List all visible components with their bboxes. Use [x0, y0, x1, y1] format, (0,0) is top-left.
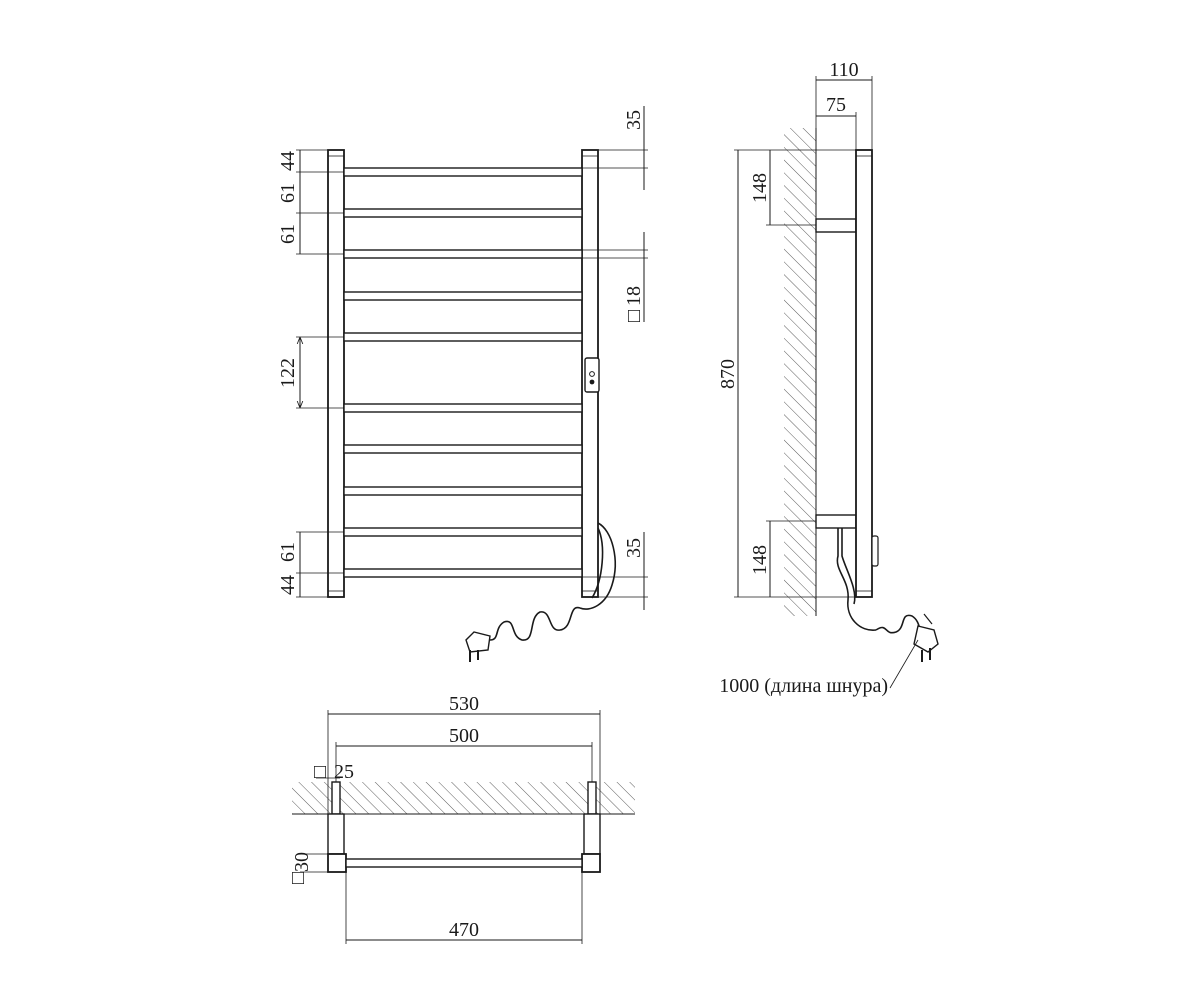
right-bracket [583, 813, 601, 855]
dim-mount-tube-size: 25 [334, 761, 354, 783]
cord-length-label: 1000 (длина шнура) [719, 675, 888, 697]
top-left-post [327, 853, 347, 873]
side-top-dimensions: 110 75 [815, 59, 873, 150]
square-symbol-icon: □ [623, 310, 645, 322]
rung [343, 332, 583, 342]
front-right-dimensions: 35 18 □ 35 [582, 106, 648, 610]
side-left-dimensions: 148 870 148 [717, 149, 856, 598]
rung [343, 568, 583, 578]
upper-bracket [815, 218, 857, 233]
dim-top-rung-offset: 35 [623, 110, 645, 130]
dim-total-depth: 110 [829, 59, 858, 81]
top-wall-hatching [292, 782, 635, 814]
dim-rung-spacing-2: 61 [277, 224, 299, 244]
rung [343, 444, 583, 454]
side-plug-icon [913, 613, 939, 662]
dim-rung-spacing-bottom: 61 [277, 542, 299, 562]
rung [343, 403, 583, 413]
front-view: 44 61 61 122 61 44 35 18 □ 35 [277, 106, 648, 662]
dim-top-end-offset: 44 [277, 151, 299, 171]
dim-bracket-depth: 75 [826, 94, 846, 116]
side-power-cord [836, 528, 925, 634]
square-symbol-icon: □ [314, 761, 326, 783]
right-wall-mount [587, 781, 597, 815]
left-post [327, 149, 345, 598]
left-wall-mount [331, 781, 341, 815]
front-left-dimensions: 44 61 61 122 61 44 [277, 149, 344, 598]
dim-bottom-bracket-offset: 148 [749, 545, 771, 575]
top-rung [345, 858, 583, 868]
rung [343, 208, 583, 218]
dim-rung-spacing-1: 61 [277, 183, 299, 203]
top-view: 530 500 470 □ 25 30 □ [291, 693, 635, 944]
side-post [855, 149, 873, 598]
rung [343, 486, 583, 496]
rung [343, 167, 583, 177]
dim-post-size: 30 [291, 852, 313, 872]
rung [343, 291, 583, 301]
lower-bracket [815, 514, 857, 529]
dim-bottom-rung-offset: 35 [623, 538, 645, 558]
dim-overall-width: 530 [449, 693, 479, 715]
dim-bottom-end-offset: 44 [277, 575, 299, 595]
dim-middle-gap: 122 [277, 358, 299, 388]
left-bracket [327, 813, 345, 855]
power-cord [489, 522, 616, 641]
dim-mount-centers: 500 [449, 725, 479, 747]
front-rungs [343, 167, 583, 578]
plug-icon [465, 631, 491, 662]
controller-unit [584, 357, 600, 393]
dim-total-height: 870 [717, 359, 739, 389]
dim-inner-width: 470 [449, 919, 479, 941]
wall-hatching [784, 128, 816, 616]
rung [343, 527, 583, 537]
square-symbol-icon: □ [292, 867, 304, 889]
top-dimensions: 530 500 470 □ 25 30 □ [291, 693, 601, 944]
dim-rung-tube-size: 18 [623, 286, 645, 306]
rung [343, 249, 583, 259]
top-right-post [581, 853, 601, 873]
side-view: 1000 (длина шнура) 110 75 148 870 148 [717, 59, 939, 697]
dim-top-bracket-offset: 148 [749, 173, 771, 203]
